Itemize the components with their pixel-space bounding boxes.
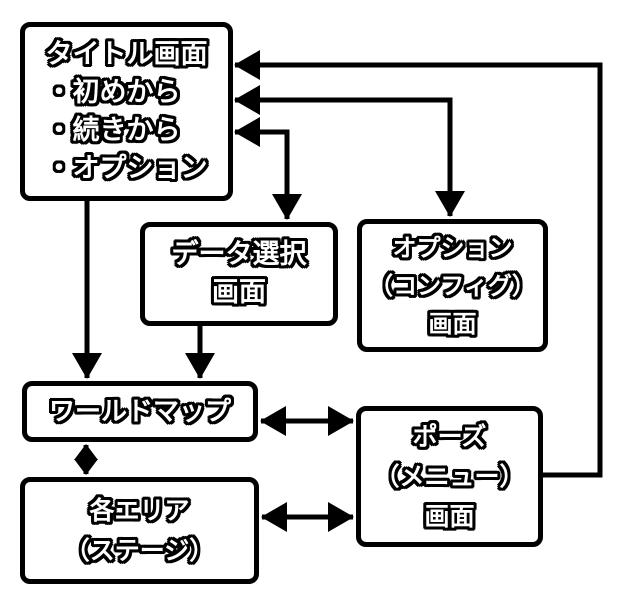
area-stage-label-line2: （ステージ）	[64, 535, 215, 565]
edge-title-data-select	[234, 117, 302, 220]
title-screen-menu: ・初めから ・続きから ・オプション	[46, 74, 208, 188]
box-options-config-screen: オプション （コンフィグ） 画面	[357, 219, 548, 352]
box-world-map: ワールドマップ	[22, 381, 258, 442]
world-map-label: ワールドマップ	[48, 396, 231, 427]
box-data-select-screen: データ選択 画面	[140, 222, 338, 326]
edge-pause-to-title	[234, 50, 603, 478]
title-menu-item-start: ・初めから	[45, 76, 181, 108]
box-area-stage: 各エリア （ステージ）	[20, 477, 259, 584]
pause-menu-label-line1: ポーズ	[412, 421, 487, 451]
edge-title-options-config	[234, 85, 465, 217]
pause-menu-label-line2: （メニュー）	[374, 461, 525, 491]
box-title-screen: タイトル画面 ・初めから ・続きから ・オプション	[20, 22, 233, 201]
data-select-label-line1: データ選択	[171, 239, 307, 270]
options-config-label-line2: （コンフィグ）	[369, 271, 536, 300]
pause-menu-label-line3: 画面	[424, 501, 475, 531]
title-screen-label: タイトル画面	[45, 38, 208, 70]
options-config-label-line3: 画面	[428, 309, 477, 338]
title-menu-item-continue: ・続きから	[45, 114, 181, 146]
area-stage-label-line1: 各エリア	[89, 495, 190, 525]
options-config-label-line1: オプション	[392, 233, 513, 262]
box-pause-menu-screen: ポーズ （メニュー） 画面	[356, 406, 543, 547]
data-select-label-line2: 画面	[212, 277, 266, 308]
title-menu-item-options: ・オプション	[45, 152, 208, 184]
